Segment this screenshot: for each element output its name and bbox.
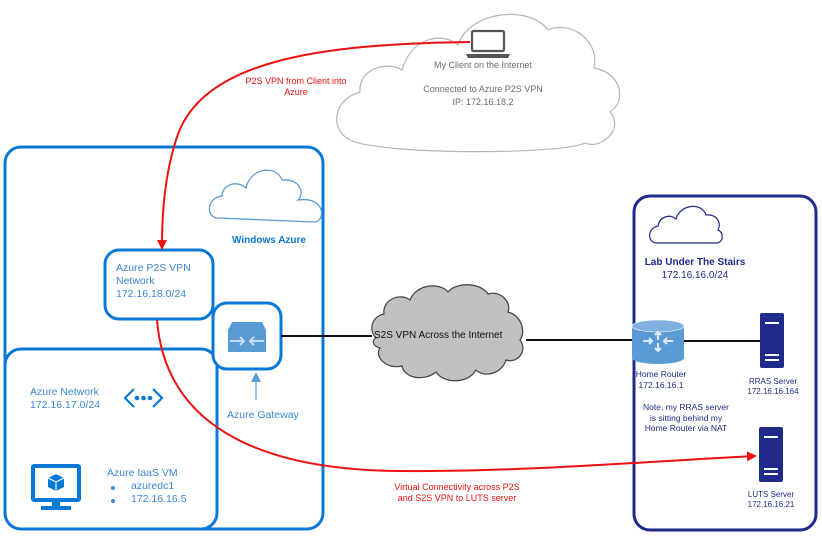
luts-server-icon xyxy=(759,427,783,482)
laptop-icon xyxy=(466,29,510,58)
azure-vm-hostname: azuredc1 xyxy=(107,480,186,493)
lab-cidr: 172.16.16.0/24 xyxy=(661,269,729,281)
rras-server-label: RRAS Server 172.16.16.164 xyxy=(740,377,806,397)
lab-container xyxy=(632,194,818,532)
home-router-label: Home Router 172.16.16.1 xyxy=(630,369,692,390)
virtual-connectivity-label: Virtual Connectivity across P2S and S2S … xyxy=(372,482,542,505)
luts-server-label: LUTS Server 172.16.16.21 xyxy=(738,490,804,510)
client-title: My Client on the Internet xyxy=(433,60,533,70)
router-icon xyxy=(631,319,685,364)
vpn-gateway-icon xyxy=(228,322,266,352)
azure-cloud-icon xyxy=(208,169,323,223)
p2s-network-box xyxy=(103,248,215,321)
nat-note-line2: is sitting behind my xyxy=(649,412,723,423)
azure-network-cidr: 172.16.17.0/24 xyxy=(30,399,101,412)
home-router-name: Home Router xyxy=(635,369,687,379)
luts-server-name: LUTS Server xyxy=(747,490,795,499)
s2s-link-label: S2S VPN Across the Internet xyxy=(374,330,503,341)
virtual-connectivity-line1: Virtual Connectivity across P2S xyxy=(394,482,520,492)
home-router-ip: 172.16.16.1 xyxy=(638,379,684,390)
luts-server-ip: 172.16.16.21 xyxy=(747,500,795,509)
nat-note-line1: Note, my RRAS server xyxy=(643,402,729,412)
rras-server-icon xyxy=(760,313,784,368)
azure-gateway-label: Azure Gateway xyxy=(227,409,299,421)
nat-note: Note, my RRAS server is sitting behind m… xyxy=(636,402,736,434)
client-ip: IP: 172.16.18.2 xyxy=(452,97,514,107)
client-status: Connected to Azure P2S VPN xyxy=(423,84,543,94)
p2s-link-label: P2S VPN from Client into Azure xyxy=(222,76,370,99)
azure-vm-title: Azure IaaS VM xyxy=(107,467,178,479)
rras-server-ip: 172.16.16.164 xyxy=(747,387,799,396)
nat-note-line3: Home Router via NAT xyxy=(644,423,728,434)
client-internet-cloud xyxy=(336,13,621,153)
p2s-link-curve xyxy=(157,41,471,250)
virtual-machine-icon xyxy=(31,464,81,510)
s2s-internet-cloud xyxy=(371,284,524,382)
azure-vm-details: azuredc1 172.16.16.5 xyxy=(107,480,186,506)
azure-network-label: Azure Network 172.16.17.0/24 xyxy=(30,386,100,412)
windows-azure-title: Windows Azure xyxy=(232,235,306,246)
p2s-network-cidr: 172.16.18.0/24 xyxy=(116,288,187,301)
lab-title: Lab Under The Stairs xyxy=(644,257,746,268)
azure-network-name: Azure Network xyxy=(30,386,99,398)
azure-vm-label: Azure IaaS VM azuredc1 172.16.16.5 xyxy=(107,467,186,506)
virtual-connectivity-line2: and S2S VPN to LUTS server xyxy=(397,493,517,504)
p2s-link-label-line1: P2S VPN from Client into xyxy=(245,76,347,86)
rras-server-name: RRAS Server xyxy=(748,377,797,386)
lab-cloud-icon xyxy=(649,205,723,244)
virtual-connectivity-curve xyxy=(156,319,757,473)
p2s-network-line2: Network xyxy=(116,275,155,288)
azure-vm-ip: 172.16.16.5 xyxy=(107,493,186,506)
lab-label: Lab Under The Stairs 172.16.16.0/24 xyxy=(640,257,750,282)
p2s-link-label-line2: Azure xyxy=(284,87,308,98)
p2s-network-label: Azure P2S VPN Network 172.16.18.0/24 xyxy=(116,262,191,301)
virtual-network-icon xyxy=(123,388,164,408)
p2s-network-line1: Azure P2S VPN xyxy=(116,262,191,274)
